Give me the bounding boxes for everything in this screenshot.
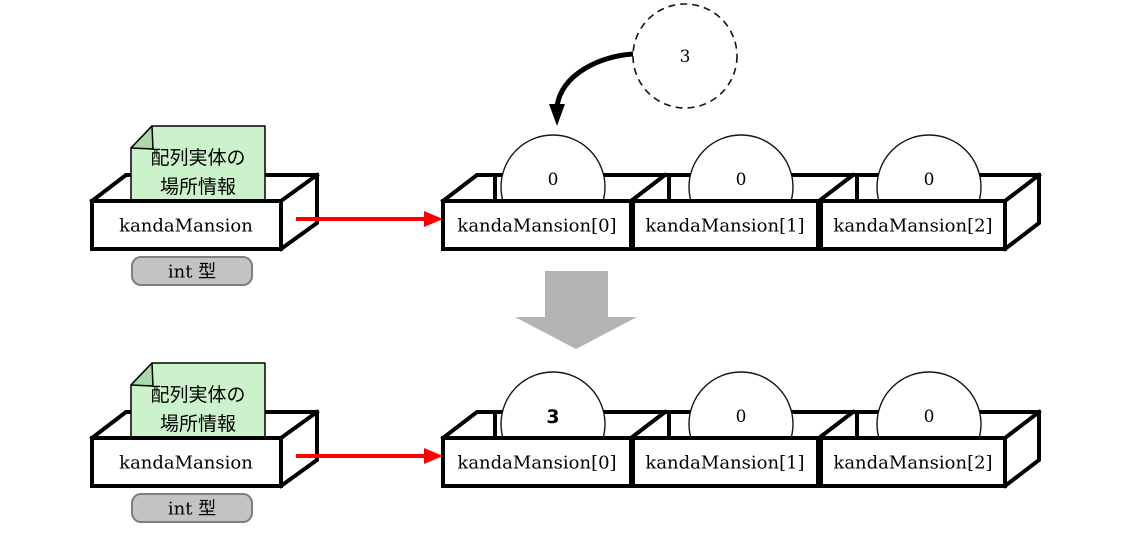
array-cell-front bbox=[631, 436, 820, 488]
incoming-value-ball: 3 bbox=[549, 3, 738, 126]
assign-arrowhead-icon bbox=[549, 104, 565, 126]
array-3d-lines bbox=[440, 409, 1042, 489]
cell-label: kandaMansion[2] bbox=[833, 216, 992, 237]
after-array-tray: 3 0 0 kandaMansion[0] kandaMansion[1] ka… bbox=[440, 371, 1042, 489]
array-cell-front bbox=[819, 436, 1007, 488]
variable-box-front bbox=[90, 199, 283, 251]
cell-label: kandaMansion[0] bbox=[457, 453, 616, 474]
cell-value: 0 bbox=[548, 170, 559, 190]
reference-arrow bbox=[296, 448, 443, 464]
cell-label: kandaMansion[1] bbox=[645, 216, 804, 237]
before-section: 3 配列実体の 場所情報 kandaMansion int 型 bbox=[89, 3, 1042, 286]
reference-note: 配列実体の 場所情報 bbox=[130, 362, 266, 439]
type-badge-bg bbox=[131, 493, 253, 523]
type-badge: int 型 bbox=[131, 493, 253, 523]
type-badge: int 型 bbox=[131, 256, 253, 286]
cell-value: 0 bbox=[736, 170, 747, 190]
note-line-2: 場所情報 bbox=[160, 176, 236, 198]
before-array-tray: 0 0 0 kandaMansion[0] kandaMansion[1] ka… bbox=[440, 134, 1042, 252]
array-cell-front bbox=[631, 199, 820, 251]
variable-name: kandaMansion bbox=[119, 453, 253, 474]
type-label: int 型 bbox=[168, 499, 216, 520]
after-variable-box: 配列実体の 場所情報 kandaMansion int 型 bbox=[89, 362, 443, 523]
reference-arrowhead-icon bbox=[424, 211, 443, 227]
reference-note: 配列実体の 場所情報 bbox=[130, 125, 266, 202]
reference-arrow bbox=[296, 211, 443, 227]
dashed-value-circle bbox=[632, 3, 738, 109]
cell-label: kandaMansion[1] bbox=[645, 453, 804, 474]
array-cell-front bbox=[819, 199, 1007, 251]
type-badge-bg bbox=[131, 256, 253, 286]
transform-arrow-icon bbox=[515, 271, 637, 349]
assign-arrow-icon bbox=[554, 51, 634, 107]
before-variable-box: 配列実体の 場所情報 kandaMansion int 型 bbox=[89, 125, 443, 286]
incoming-value: 3 bbox=[680, 47, 691, 67]
note-line-2: 場所情報 bbox=[160, 413, 236, 435]
after-section: 配列実体の 場所情報 kandaMansion int 型 3 0 0 bbox=[89, 362, 1042, 523]
cell-label: kandaMansion[0] bbox=[457, 216, 616, 237]
note-fold-icon bbox=[130, 362, 154, 387]
cell-label: kandaMansion[2] bbox=[833, 453, 992, 474]
note-fold-icon bbox=[130, 125, 154, 150]
type-label: int 型 bbox=[168, 262, 216, 283]
note-line-1: 配列実体の bbox=[150, 147, 245, 169]
reference-arrowhead-icon bbox=[424, 448, 443, 464]
array-3d-lines bbox=[440, 172, 1042, 252]
variable-box-front bbox=[90, 436, 283, 488]
variable-name: kandaMansion bbox=[119, 216, 253, 237]
cell-value: 3 bbox=[546, 406, 559, 428]
cell-value: 0 bbox=[924, 407, 935, 427]
note-line-1: 配列実体の bbox=[150, 384, 245, 406]
cell-value: 0 bbox=[736, 407, 747, 427]
cell-value: 0 bbox=[924, 170, 935, 190]
